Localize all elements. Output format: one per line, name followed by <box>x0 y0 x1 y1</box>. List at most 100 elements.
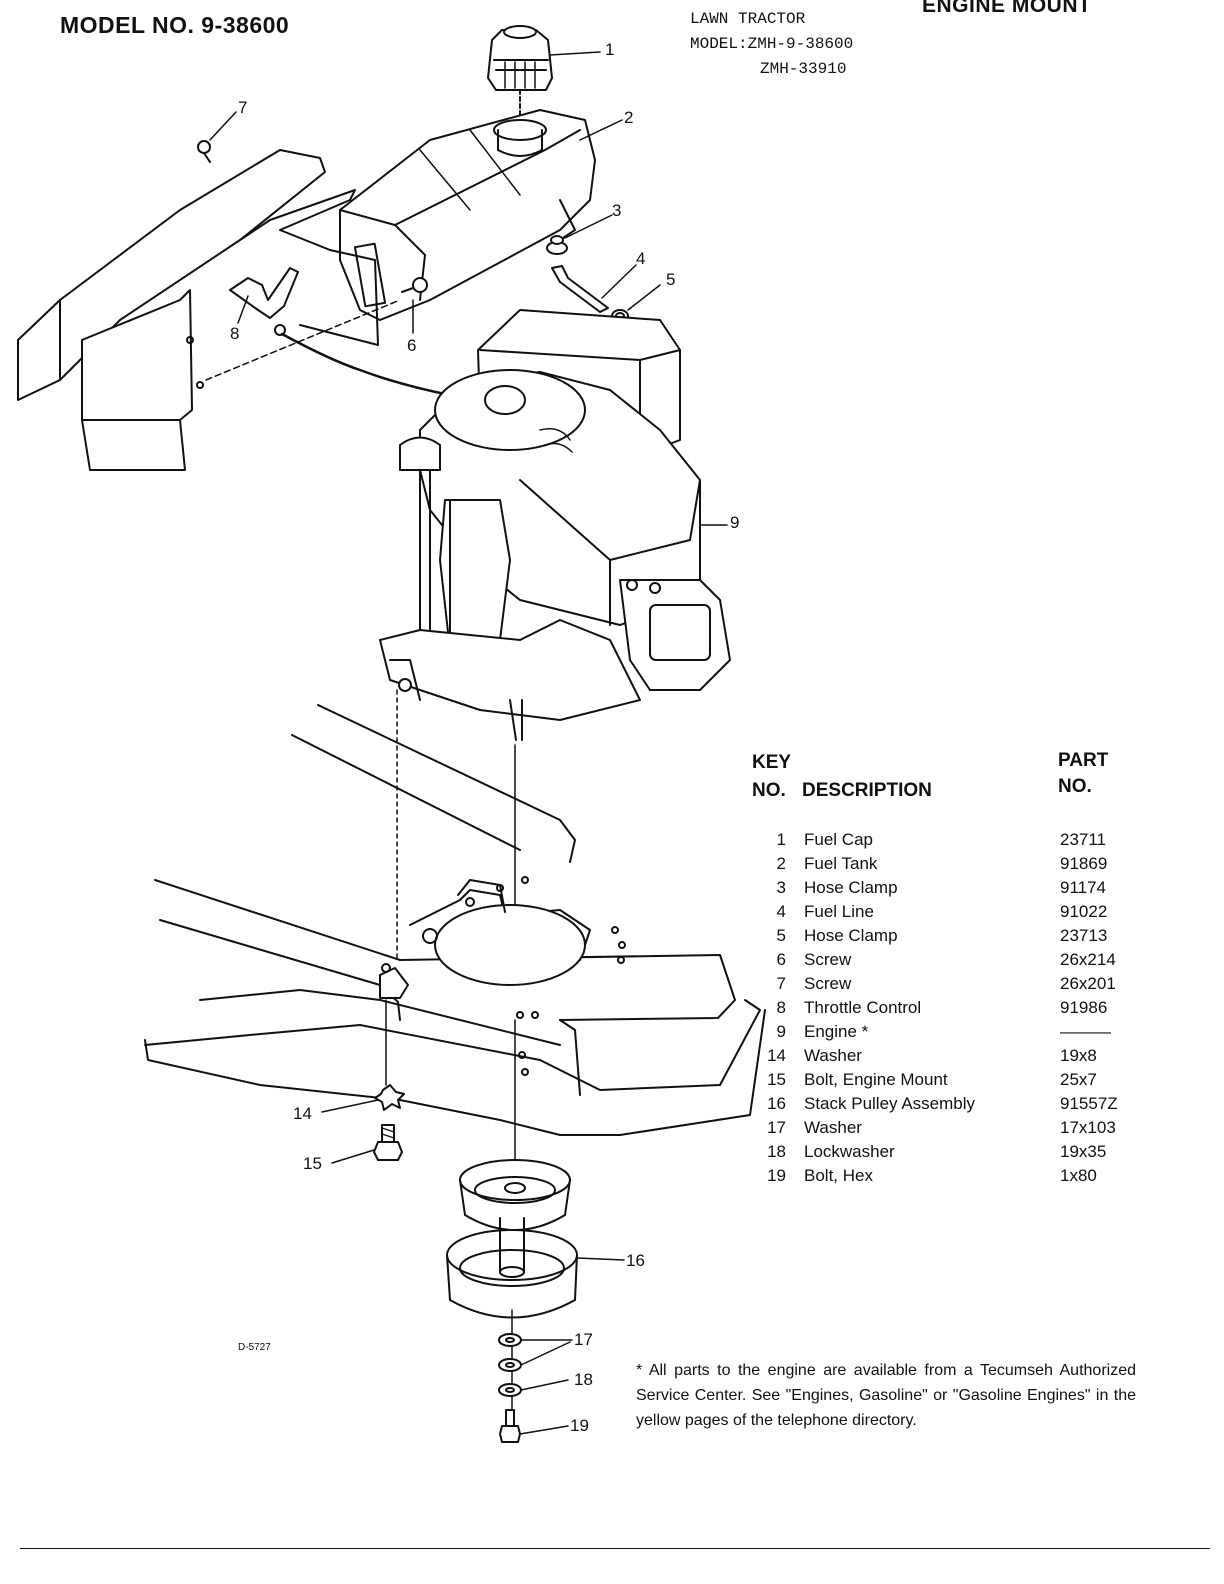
part-no: 19x8 <box>1060 1046 1097 1065</box>
callout-16: 16 <box>626 1251 645 1270</box>
description: Engine * <box>804 1022 869 1041</box>
description: Screw <box>804 974 852 993</box>
key-no: 14 <box>767 1046 786 1065</box>
key-no: 16 <box>767 1094 786 1113</box>
callout-19: 19 <box>570 1416 589 1435</box>
description: Stack Pulley Assembly <box>804 1094 976 1113</box>
washer-bolt-14-15 <box>373 1084 405 1161</box>
key-no: 6 <box>776 950 786 969</box>
description: Throttle Control <box>804 998 922 1017</box>
fuel-tank-part <box>339 109 596 321</box>
part-no: 19x35 <box>1060 1142 1107 1161</box>
part-no: 25x7 <box>1060 1070 1097 1089</box>
table-row: 5 Hose Clamp 23713 <box>752 926 1152 950</box>
description: Hose Clamp <box>804 878 898 897</box>
callout-5: 5 <box>666 270 676 289</box>
assembly-centerlines <box>385 689 516 1421</box>
key-no: 8 <box>776 998 786 1017</box>
model-line: MODEL:ZMH-9-38600 <box>690 35 854 53</box>
callout-17: 17 <box>574 1330 593 1349</box>
table-row: 14 Washer 19x8 <box>752 1046 1152 1070</box>
fuel-line-parts <box>546 235 629 323</box>
description: Bolt, Hex <box>804 1166 873 1185</box>
tractor-frame <box>144 704 766 1136</box>
key-no: 4 <box>776 902 786 921</box>
description: Washer <box>804 1118 862 1137</box>
col-key-line1: KEY <box>752 752 792 773</box>
product-name: LAWN TRACTOR <box>690 10 806 28</box>
table-row: 8 Throttle Control 91986 <box>752 998 1152 1022</box>
key-no: 18 <box>767 1142 786 1161</box>
part-no: 26x214 <box>1060 950 1116 969</box>
callout-15: 15 <box>303 1154 322 1173</box>
callout-9: 9 <box>730 513 740 532</box>
key-no: 19 <box>767 1166 786 1185</box>
table-row: 6 Screw 26x214 <box>752 950 1152 974</box>
key-no: 17 <box>767 1118 786 1137</box>
part-no: 23713 <box>1060 926 1108 945</box>
description: Hose Clamp <box>804 926 898 945</box>
table-row: 9 Engine * ——— <box>752 1022 1152 1046</box>
description: Washer <box>804 1046 862 1065</box>
screw-7-part <box>197 140 211 163</box>
table-row: 15 Bolt, Engine Mount 25x7 <box>752 1070 1152 1094</box>
drawing-number: D-5727 <box>238 1342 271 1353</box>
part-no: 91022 <box>1060 902 1108 921</box>
section-title: ENGINE MOUNT <box>922 0 1092 17</box>
engine-parts-footnote: * All parts to the engine are available … <box>636 1362 1136 1429</box>
callout-2: 2 <box>624 108 634 127</box>
part-no: 17x103 <box>1060 1118 1116 1137</box>
part-no: ——— <box>1060 1022 1111 1041</box>
part-no: 1x80 <box>1060 1166 1097 1185</box>
callout-7: 7 <box>238 98 248 117</box>
key-no: 9 <box>776 1022 786 1041</box>
description: Fuel Tank <box>804 854 878 873</box>
callout-3: 3 <box>612 201 622 220</box>
model-line-2: ZMH-33910 <box>760 60 847 78</box>
description: Lockwasher <box>804 1142 895 1161</box>
table-row: 7 Screw 26x201 <box>752 974 1152 998</box>
screw-6-part <box>401 277 428 293</box>
col-description: DESCRIPTION <box>802 780 932 801</box>
washers-bolt-17-19 <box>498 1333 522 1443</box>
part-no: 26x201 <box>1060 974 1116 993</box>
table-row: 4 Fuel Line 91022 <box>752 902 1152 926</box>
table-row: 16 Stack Pulley Assembly 91557Z <box>752 1094 1152 1118</box>
table-row: 1 Fuel Cap 23711 <box>752 830 1152 854</box>
callout-14: 14 <box>293 1104 312 1123</box>
key-no: 7 <box>776 974 786 993</box>
description: Bolt, Engine Mount <box>804 1070 948 1089</box>
part-no: 91986 <box>1060 998 1108 1017</box>
key-no: 1 <box>776 830 786 849</box>
description: Fuel Line <box>804 902 874 921</box>
part-no: 91557Z <box>1060 1094 1118 1113</box>
description: Screw <box>804 950 852 969</box>
table-row: 3 Hose Clamp 91174 <box>752 878 1152 902</box>
bottom-rule <box>20 1548 1210 1549</box>
callout-6: 6 <box>407 336 417 355</box>
callout-8: 8 <box>230 324 240 343</box>
dash-panel <box>17 149 401 471</box>
callout-18: 18 <box>574 1370 593 1389</box>
key-no: 3 <box>776 878 786 897</box>
leader-lines <box>209 51 728 1435</box>
fuel-cap-part <box>487 25 553 127</box>
part-no: 91174 <box>1060 878 1107 897</box>
table-row: 18 Lockwasher 19x35 <box>752 1142 1152 1166</box>
key-no: 2 <box>776 854 786 873</box>
part-no: 91869 <box>1060 854 1108 873</box>
key-no: 5 <box>776 926 786 945</box>
engine-part <box>379 309 731 741</box>
throttle-control-part <box>229 267 452 397</box>
description: Fuel Cap <box>804 830 873 849</box>
callout-4: 4 <box>636 249 646 268</box>
stack-pulley-part <box>446 1159 578 1319</box>
col-part-line1: PART <box>1058 750 1109 771</box>
col-part-line2: NO. <box>1058 776 1092 797</box>
callout-1: 1 <box>605 40 615 59</box>
part-no: 23711 <box>1060 830 1107 849</box>
table-row: 19 Bolt, Hex 1x80 <box>752 1166 1152 1190</box>
key-no: 15 <box>767 1070 786 1089</box>
